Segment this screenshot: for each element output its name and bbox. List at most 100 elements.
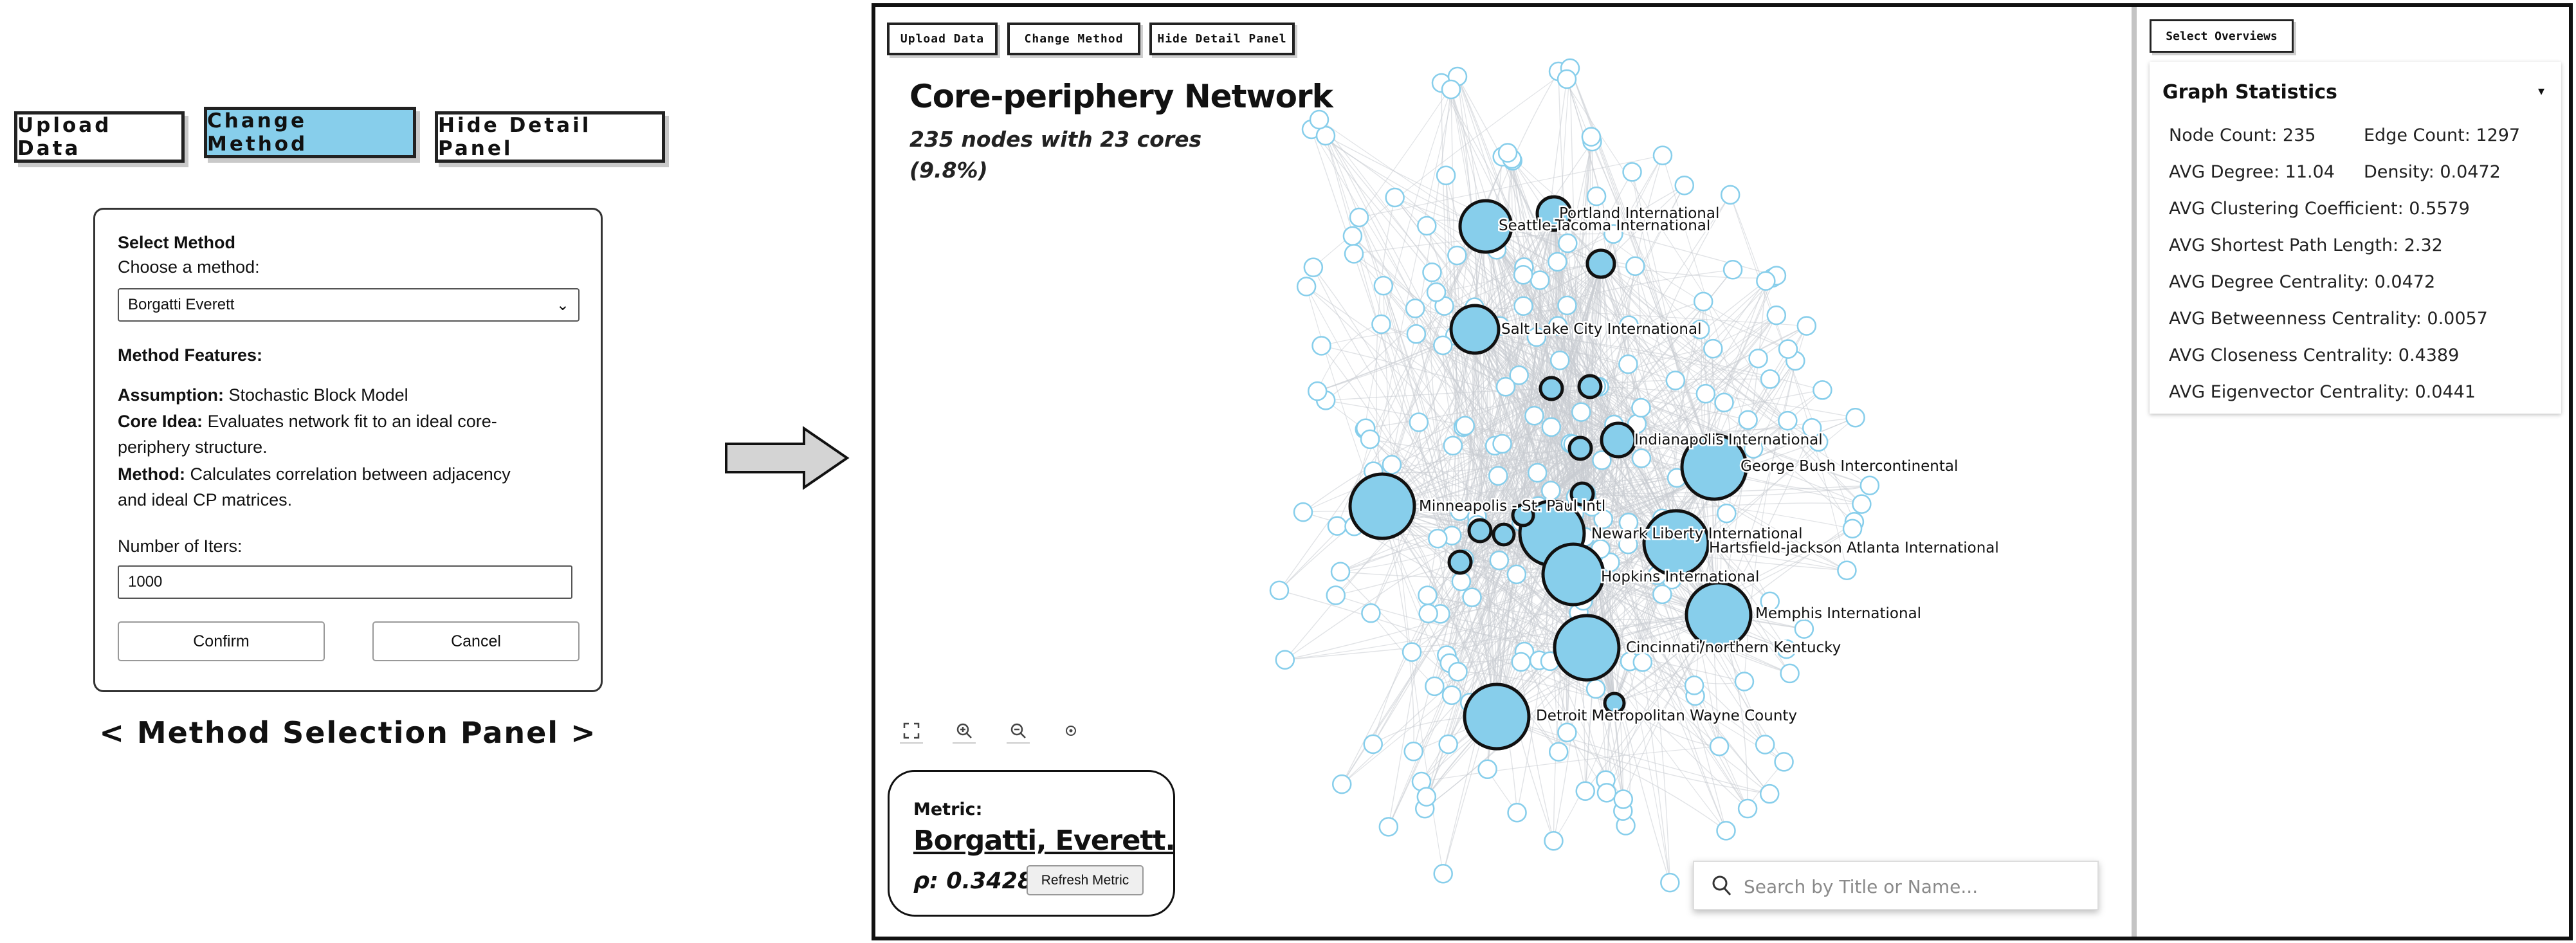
periphery-node [1631, 398, 1651, 418]
graph-edge [1476, 213, 1555, 526]
periphery-node [1524, 405, 1544, 426]
periphery-node [1360, 429, 1380, 450]
graph-edge [1459, 415, 1535, 563]
collapse-toggle-icon[interactable]: ▾ [2537, 84, 2544, 98]
graph-edge [1569, 68, 1715, 468]
periphery-node [1652, 145, 1673, 165]
graph-edge [1364, 89, 1452, 430]
graph-edge [1573, 315, 1777, 575]
core-node [1567, 435, 1593, 461]
core-node [1585, 248, 1616, 279]
iters-input[interactable]: 1000 [118, 565, 572, 599]
periphery-node [1593, 509, 1613, 529]
graph-edge [1479, 530, 1790, 674]
core-node [1603, 691, 1626, 715]
metric-label: Metric: [913, 800, 983, 819]
network-title: Core-periphery Network [909, 78, 1333, 115]
cancel-button[interactable]: Cancel [372, 621, 580, 661]
periphery-node [1625, 256, 1645, 276]
periphery-node [1684, 675, 1704, 695]
graph-edge [1496, 716, 1770, 794]
periphery-node [1296, 277, 1317, 297]
graph-edge [1459, 280, 1766, 563]
app-hide-detail-panel-button[interactable]: Hide Detail Panel [1149, 23, 1295, 55]
graph-edge [1585, 136, 1602, 549]
node-label: Detroit Metropolitan Wayne County [1536, 708, 1797, 724]
periphery-node [1631, 448, 1652, 468]
hide-detail-panel-button[interactable]: Hide Detail Panel [435, 111, 665, 163]
iters-label: Number of Iters: [118, 536, 242, 556]
periphery-node [1756, 271, 1776, 291]
periphery-node [1488, 466, 1508, 486]
core-node [1577, 374, 1603, 399]
periphery-node [1477, 759, 1497, 780]
periphery-node [1311, 336, 1331, 356]
core-idea-line1: Evaluates network fit to an ideal core- [207, 412, 497, 431]
app-upload-data-button[interactable]: Upload Data [887, 23, 998, 55]
zoom-out-icon[interactable] [1007, 719, 1030, 744]
search-input[interactable]: Search by Title or Name... [1693, 861, 2099, 910]
graph-edge [1325, 135, 1497, 717]
graph-edge [1370, 329, 1475, 614]
periphery-node [1618, 512, 1639, 533]
metric-card: Metric: Borgatti, Everett. ρ: 0.3428 Ref… [888, 770, 1176, 917]
method-select-value: Borgatti Everett [128, 296, 235, 313]
graph-edge [1373, 76, 1458, 472]
periphery-node [1309, 109, 1329, 130]
chevron-down-icon: ⌄ [556, 297, 569, 314]
graph-edge [1416, 263, 1602, 334]
periphery-node [1581, 127, 1602, 147]
stat-node-count: Node Count: 235 [2169, 125, 2316, 145]
graph-edge [1358, 155, 1663, 218]
method-select[interactable]: Borgatti Everett ⌄ [118, 288, 580, 322]
periphery-node [1845, 407, 1865, 428]
graph-edge [1627, 364, 1677, 479]
arrow-right-icon [725, 426, 850, 490]
zoom-in-icon[interactable] [953, 719, 976, 744]
graph-edge [1600, 263, 1771, 602]
panel-divider[interactable] [2132, 7, 2137, 937]
target-icon[interactable] [1059, 719, 1082, 742]
periphery-node [1548, 742, 1569, 762]
method-line1: Calculates correlation between adjacency [190, 464, 511, 484]
graph-edge [1507, 152, 1715, 468]
periphery-node [1842, 518, 1863, 539]
graph-edge [1412, 612, 1579, 653]
method-features-heading: Method Features: [118, 345, 263, 365]
periphery-node [1592, 450, 1612, 470]
periphery-node [1327, 516, 1347, 536]
periphery-node [1837, 560, 1857, 581]
periphery-node [1557, 69, 1577, 89]
periphery-node [1443, 435, 1463, 456]
core-idea-row: Core Idea: Evaluates network fit to an i… [118, 412, 497, 432]
node-label: Cincinnati/northern Kentucky [1626, 639, 1841, 656]
graph-edge [1442, 345, 1481, 531]
metric-name: Borgatti, Everett. [913, 825, 1176, 857]
fit-view-icon[interactable] [900, 719, 923, 744]
graph-core-nodes [1348, 195, 1753, 751]
periphery-node [1859, 475, 1880, 496]
periphery-node [1511, 652, 1531, 672]
app-change-method-button[interactable]: Change Method [1007, 23, 1140, 55]
graph-edge [1474, 329, 1754, 450]
graph-edge [1383, 285, 1524, 516]
change-method-button[interactable]: Change Method [204, 107, 416, 158]
refresh-metric-button[interactable]: Refresh Metric [1027, 865, 1144, 895]
confirm-button[interactable]: Confirm [118, 621, 325, 661]
upload-data-button[interactable]: Upload Data [14, 111, 185, 163]
graph-edge [1451, 226, 1486, 695]
periphery-node [1557, 295, 1577, 316]
graph-edge [1442, 345, 1504, 535]
periphery-node [1361, 603, 1381, 623]
graph-edge [1569, 68, 1715, 468]
core-node [1539, 376, 1564, 401]
core-node [1685, 581, 1753, 649]
select-overviews-button[interactable]: Select Overviews [2150, 19, 2294, 53]
graph-edge [1321, 345, 1715, 468]
periphery-node [1530, 270, 1550, 290]
periphery-node [1342, 226, 1363, 246]
periphery-node [1544, 831, 1564, 851]
stat-betweenness: AVG Betweenness Centrality: 0.0057 [2169, 309, 2488, 329]
periphery-node [1507, 802, 1527, 823]
